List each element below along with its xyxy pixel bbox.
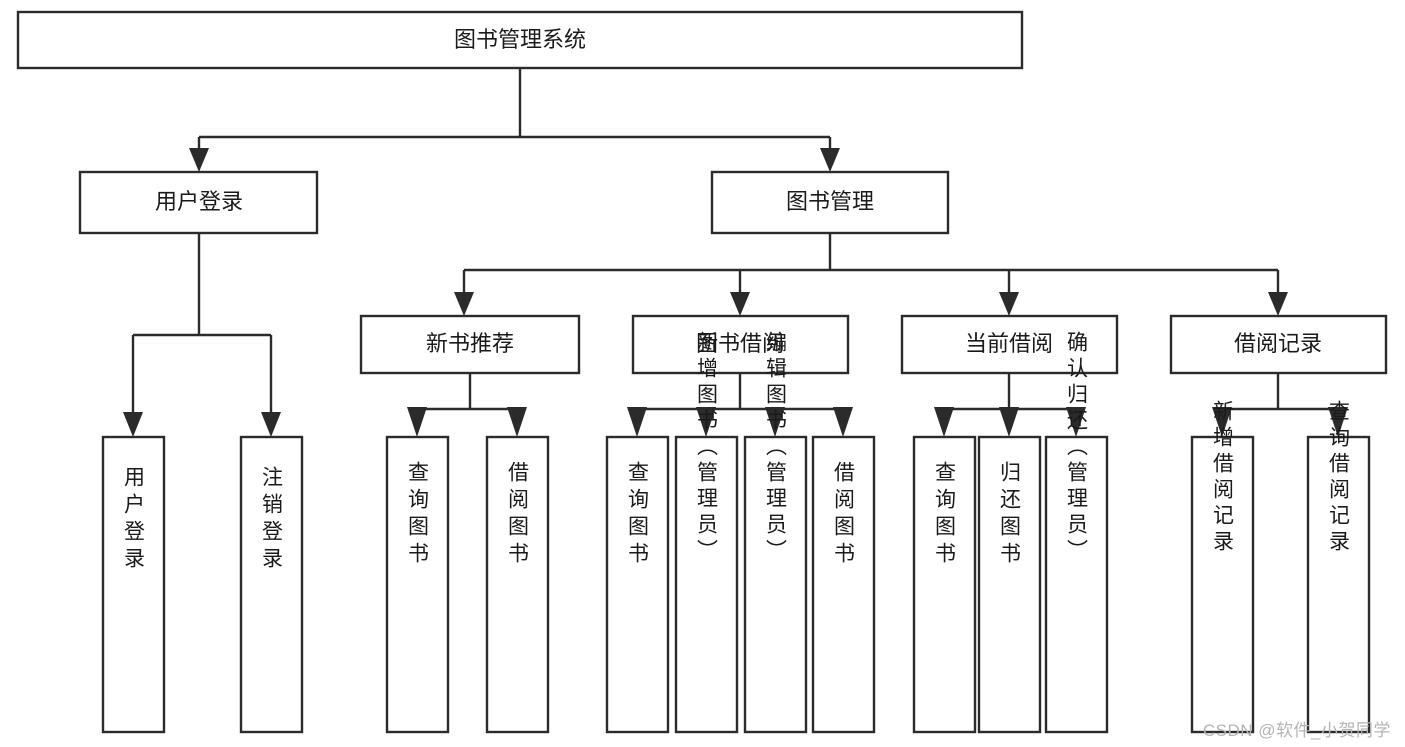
leaf-confirm-return-box[interactable] [1044, 435, 1109, 734]
leaf-return-book-box[interactable] [977, 435, 1042, 734]
node-user-login-box[interactable] [78, 170, 319, 235]
node-book-borrow-label: 图书借阅 [696, 331, 784, 356]
node-current-borrow[interactable]: 当前借阅 [900, 314, 1119, 375]
arrowhead-to-leaf-return-book [999, 407, 1019, 437]
leaf-add-book-label: 新增图书（管理员） [695, 331, 719, 565]
leaf-edit-book[interactable]: 编辑图书（管理员） [743, 331, 808, 734]
leaf-query-book-2-label: 查询图书 [626, 461, 650, 569]
arrowhead-to-leaf-borrow-book-1 [507, 407, 527, 437]
node-book-borrow[interactable]: 图书借阅 [631, 314, 850, 375]
leaf-query-record-label: 查询借阅记录 [1327, 400, 1351, 556]
leaf-query-book-1-box[interactable] [385, 435, 450, 734]
arrowhead-to-leaf-borrow-book-2 [833, 407, 853, 437]
leaf-query-record-box[interactable] [1306, 435, 1371, 734]
leaf-borrow-book-1[interactable]: 借阅图书 [485, 435, 550, 734]
leaf-query-book-3[interactable]: 查询图书 [912, 435, 977, 734]
leaf-confirm-return-label: 确认归还（管理员） [1065, 331, 1089, 565]
leaf-add-book-box[interactable] [674, 435, 739, 734]
leaf-edit-book-box[interactable] [743, 435, 808, 734]
leaf-query-book-2-box[interactable] [605, 435, 670, 734]
leaf-add-record-box[interactable] [1190, 435, 1255, 734]
node-new-book-recommend[interactable]: 新书推荐 [359, 314, 581, 375]
node-root-box[interactable] [16, 10, 1024, 70]
node-current-borrow-box[interactable] [900, 314, 1119, 375]
arrowhead-to-new-book-recommend [454, 292, 474, 316]
arrowhead-to-leaf-logout [261, 412, 281, 437]
node-borrow-record[interactable]: 借阅记录 [1169, 314, 1388, 375]
arrowhead-to-current-borrow [999, 292, 1019, 316]
leaf-user-login-label: 用户登录 [122, 466, 146, 574]
leaf-logout-label: 注销登录 [260, 466, 284, 574]
leaf-borrow-book-2[interactable]: 借阅图书 [811, 435, 876, 734]
leaf-return-book-label: 归还图书 [998, 461, 1022, 569]
leaf-logout-box[interactable] [239, 435, 304, 734]
node-new-book-recommend-box[interactable] [359, 314, 581, 375]
leaf-edit-book-label: 编辑图书（管理员） [764, 331, 788, 565]
leaf-borrow-book-1-label: 借阅图书 [506, 461, 530, 569]
arrowhead-to-leaf-user-login [123, 412, 143, 437]
leaf-query-book-1[interactable]: 查询图书 [385, 435, 450, 734]
arrowhead-to-leaf-query-book-2 [627, 407, 647, 437]
leaf-borrow-book-2-label: 借阅图书 [832, 461, 856, 569]
node-book-manage[interactable]: 图书管理 [710, 170, 950, 235]
leaf-query-record[interactable]: 查询借阅记录 [1306, 400, 1371, 734]
node-book-manage-label: 图书管理 [786, 189, 874, 214]
arrowhead-layer [123, 148, 1348, 437]
leaf-return-book[interactable]: 归还图书 [977, 435, 1042, 734]
arrowhead-to-leaf-query-book-3 [934, 407, 954, 437]
leaf-user-login-box[interactable] [101, 435, 166, 734]
leaf-add-record-label: 新增借阅记录 [1211, 400, 1235, 556]
arrowhead-to-leaf-confirm-return [1066, 407, 1086, 437]
arrowhead-to-leaf-add-book [696, 407, 716, 437]
node-book-manage-box[interactable] [710, 170, 950, 235]
arrowhead-to-borrow-record [1268, 292, 1288, 316]
arrowhead-to-user-login [189, 148, 209, 172]
leaf-borrow-book-2-box[interactable] [811, 435, 876, 734]
node-new-book-recommend-label: 新书推荐 [426, 331, 514, 356]
node-root[interactable]: 图书管理系统 [16, 10, 1024, 70]
leaf-add-record[interactable]: 新增借阅记录 [1190, 400, 1255, 734]
node-book-borrow-box[interactable] [631, 314, 850, 375]
node-borrow-record-box[interactable] [1169, 314, 1388, 375]
leaf-query-book-3-box[interactable] [912, 435, 977, 734]
node-user-login-label: 用户登录 [155, 189, 243, 214]
arrowhead-to-book-manage [820, 148, 840, 172]
leaf-logout[interactable]: 注销登录 [239, 435, 304, 734]
arrowhead-to-leaf-add-record [1212, 407, 1232, 437]
arrowhead-to-leaf-query-record [1328, 407, 1348, 437]
node-root-label: 图书管理系统 [454, 27, 586, 52]
leaf-query-book-3-label: 查询图书 [933, 461, 957, 569]
leaf-query-book-2[interactable]: 查询图书 [605, 435, 670, 734]
leaf-user-login[interactable]: 用户登录 [101, 435, 166, 734]
watermark: CSDN @软件_小贺同学 [1202, 721, 1391, 740]
leaf-borrow-book-1-box[interactable] [485, 435, 550, 734]
leaf-confirm-return[interactable]: 确认归还（管理员） [1044, 331, 1109, 734]
arrowhead-to-book-borrow [730, 292, 750, 316]
arrowhead-to-leaf-query-book-1 [407, 407, 427, 437]
node-current-borrow-label: 当前借阅 [965, 331, 1053, 356]
arrowhead-to-leaf-edit-book [765, 407, 785, 437]
node-user-login[interactable]: 用户登录 [78, 170, 319, 235]
leaf-add-book[interactable]: 新增图书（管理员） [674, 331, 739, 734]
node-borrow-record-label: 借阅记录 [1234, 331, 1322, 356]
leaf-query-book-1-label: 查询图书 [406, 461, 430, 569]
